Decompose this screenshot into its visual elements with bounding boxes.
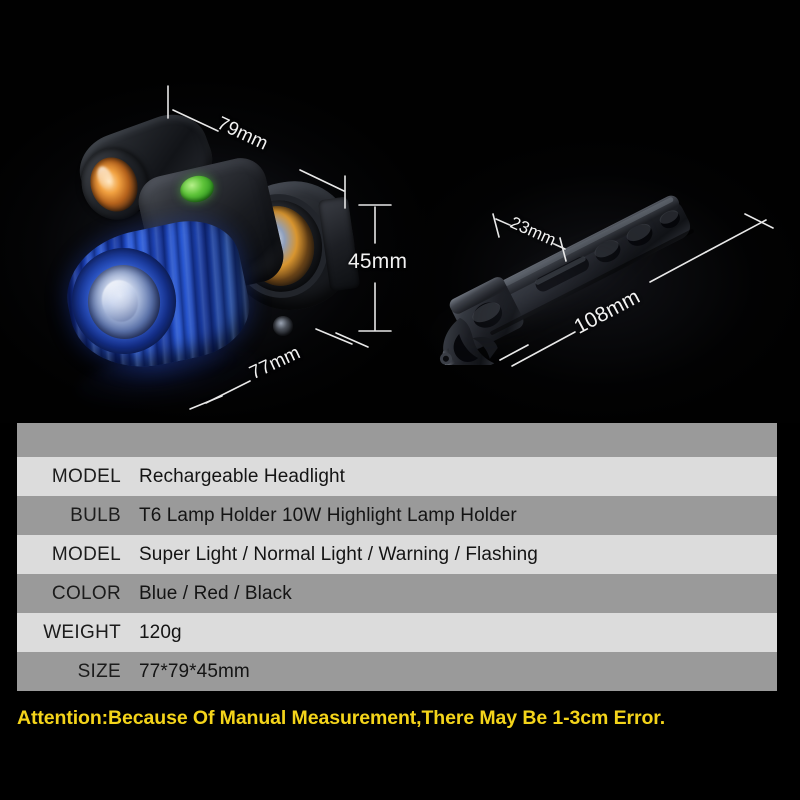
dimension-label-45mm: 45mm [348,250,408,273]
spec-value: Rechargeable Headlight [139,465,346,487]
table-row: MODEL Super Light / Normal Light / Warni… [17,535,777,574]
headlight-product-image [55,103,365,417]
table-row: SIZE 77*79*45mm [17,652,777,691]
table-row: COLOR Blue / Red / Black [17,574,777,613]
dimension-overlay [167,85,774,410]
table-row: BULB T6 Lamp Holder 10W Highlight Lamp H… [17,496,777,535]
bracket-svg [439,195,694,374]
attention-note: Attention:Because Of Manual Measurement,… [17,707,666,729]
spec-key: MODEL [51,465,121,487]
spec-key: WEIGHT [43,621,121,643]
spec-key: SIZE [77,660,121,682]
specification-table: MODEL Rechargeable Headlight BULB T6 Lam… [17,423,777,691]
spec-value: T6 Lamp Holder 10W Highlight Lamp Holder [139,504,517,526]
spec-value: 120g [139,621,182,643]
spec-value: 77*79*45mm [139,660,250,682]
headlight-screw [273,316,293,336]
spec-key: BULB [70,504,121,526]
table-row: WEIGHT 120g [17,613,777,652]
table-row: MODEL Rechargeable Headlight [17,457,777,496]
spec-value: Blue / Red / Black [139,582,292,604]
bracket-product-image [415,165,735,382]
product-photo-area: 79mm 45mm 77mm 23mm 108mm [0,0,800,423]
spec-value: Super Light / Normal Light / Warning / F… [139,543,538,565]
spec-key: COLOR [51,582,121,604]
table-header-band [17,423,777,457]
spec-key: MODEL [51,543,121,565]
